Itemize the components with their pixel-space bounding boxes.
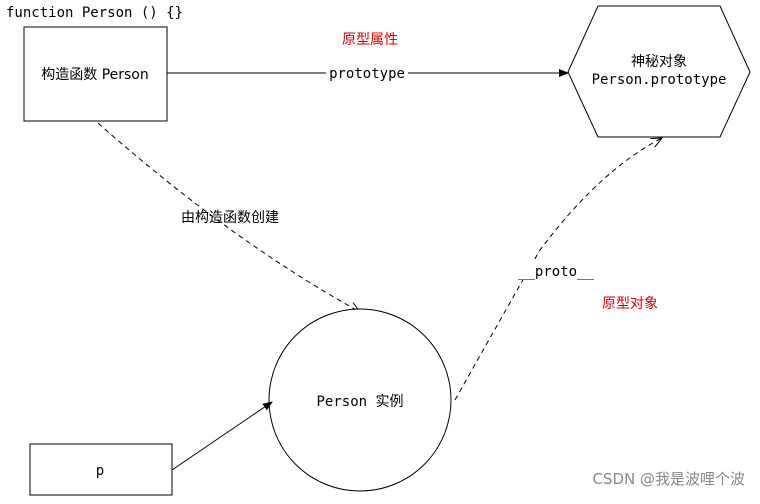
prototype-property-annotation: 原型属性	[342, 32, 398, 48]
prototype-edge-label: prototype	[329, 66, 405, 82]
person-instance-label: Person 实例	[316, 394, 403, 410]
csdn-watermark: CSDN @我是波哩个波	[592, 470, 745, 488]
proto-edge	[454, 138, 662, 401]
variable-p-box	[29, 443, 173, 496]
p-to-instance-edge	[171, 401, 273, 471]
person-instance-circle	[268, 308, 452, 492]
prototype-edge-label-bg	[326, 64, 408, 82]
constructor-box	[23, 26, 168, 122]
prototype-object-name: Person.prototype	[592, 72, 727, 88]
created-by-edge-label: 由构造函数创建	[181, 210, 279, 226]
variable-p-label: p	[96, 463, 104, 479]
constructor-label: 构造函数 Person	[41, 67, 149, 83]
proto-edge-label-bg	[514, 262, 598, 280]
proto-edge-label: __proto__	[518, 264, 594, 280]
created-by-edge	[97, 122, 360, 312]
prototype-object-title: 神秘对象	[631, 54, 687, 70]
prototype-object-hexagon	[567, 5, 751, 138]
prototype-object-annotation: 原型对象	[602, 296, 658, 312]
function-declaration-text: function Person () {}	[6, 5, 183, 21]
